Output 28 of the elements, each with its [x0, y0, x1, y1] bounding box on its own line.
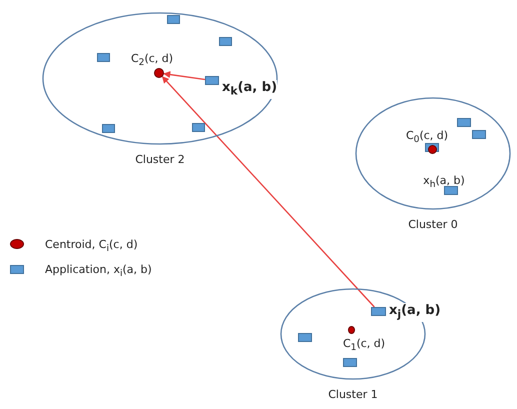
- application-marker: [444, 186, 458, 195]
- centroid-dot: [428, 145, 437, 154]
- centroid-dot: [348, 326, 355, 334]
- cluster-label: Cluster 1: [328, 388, 378, 401]
- application-marker: [457, 118, 471, 127]
- point-label: x$_{k}$(a, b): [222, 80, 278, 99]
- application-marker: [205, 76, 219, 85]
- application-marker: [343, 358, 357, 367]
- point-label: x$_{h}$(a, b): [423, 174, 465, 192]
- application-marker: [167, 15, 180, 24]
- arrow: [163, 71, 206, 80]
- legend-label: Application, x$_{i}$(a, b): [45, 263, 152, 280]
- point-label: x$_{j}$(a, b): [389, 303, 441, 322]
- application-marker: [371, 307, 386, 316]
- application-marker: [192, 123, 205, 132]
- arrow: [162, 76, 375, 308]
- application-marker: [97, 53, 110, 62]
- centroid-label: C$_{1}$(c, d): [342, 337, 386, 354]
- application-marker: [472, 130, 486, 139]
- cluster-label: Cluster 0: [408, 218, 458, 231]
- application-marker: [219, 37, 232, 46]
- application-marker: [298, 333, 312, 342]
- centroid-dot: [154, 68, 164, 78]
- application-marker: [102, 124, 115, 133]
- centroid-label: C$_{2}$(c, d): [130, 52, 174, 70]
- cluster-label: Cluster 2: [135, 153, 185, 166]
- centroid-label: C$_{0}$(c, d): [406, 129, 448, 146]
- legend-label: Centroid, C$_{i}$(c, d): [45, 238, 138, 256]
